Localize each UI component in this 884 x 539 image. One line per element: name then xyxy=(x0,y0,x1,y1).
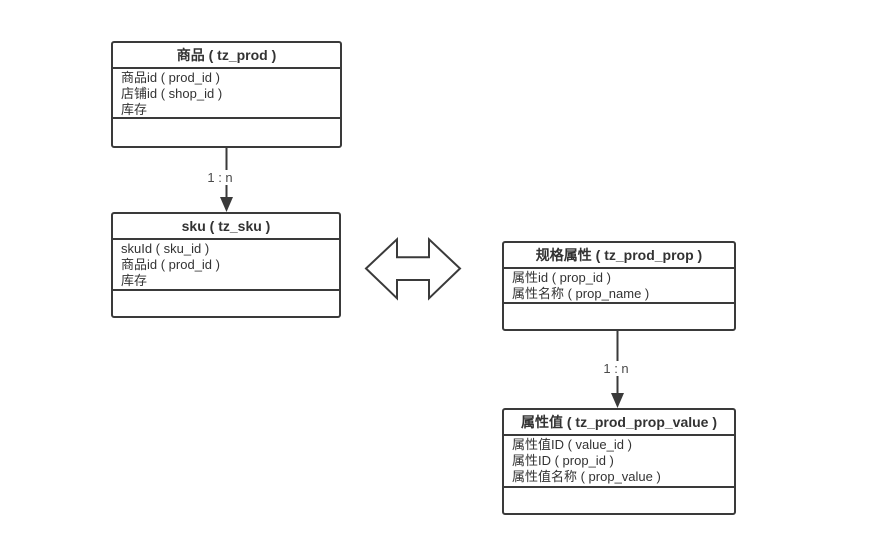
field: 商品id ( prod_id ) xyxy=(121,257,220,272)
field: 属性ID ( prop_id ) xyxy=(512,453,614,468)
table-prod-prop-fields: 属性id ( prop_id ) 属性名称 ( prop_name ) xyxy=(504,269,734,304)
table-prop-value-fields: 属性值ID ( value_id ) 属性ID ( prop_id ) 属性值名… xyxy=(504,436,734,488)
field: 属性值名称 ( prop_value ) xyxy=(512,469,661,484)
table-sku-fields: skuId ( sku_id ) 商品id ( prod_id ) 库存 xyxy=(113,240,339,291)
table-sku-title: sku ( tz_sku ) xyxy=(113,214,339,240)
field: 属性名称 ( prop_name ) xyxy=(512,286,650,301)
table-sku: sku ( tz_sku ) skuId ( sku_id ) 商品id ( p… xyxy=(111,212,341,318)
field: 店铺id ( shop_id ) xyxy=(121,86,223,101)
table-prod-fields: 商品id ( prod_id ) 店铺id ( shop_id ) 库存 xyxy=(113,69,340,119)
field: 属性值ID ( value_id ) xyxy=(512,437,632,452)
table-prod-prop: 规格属性 ( tz_prod_prop ) 属性id ( prop_id ) 属… xyxy=(502,241,736,331)
field: skuId ( sku_id ) xyxy=(121,241,210,256)
relation-label-prop-value: 1 : n xyxy=(601,361,631,376)
table-prod-title: 商品 ( tz_prod ) xyxy=(113,43,340,69)
field: 商品id ( prod_id ) xyxy=(121,70,220,85)
table-prop-value: 属性值 ( tz_prod_prop_value ) 属性值ID ( value… xyxy=(502,408,736,515)
table-prop-value-title: 属性值 ( tz_prod_prop_value ) xyxy=(504,410,734,436)
field: 属性id ( prop_id ) xyxy=(512,270,611,285)
table-prod-prop-empty-section xyxy=(504,304,734,329)
double-arrow-icon xyxy=(364,236,462,301)
table-sku-empty-section xyxy=(113,291,339,316)
field: 库存 xyxy=(121,273,148,288)
table-prod-empty-section xyxy=(113,119,340,146)
table-prod: 商品 ( tz_prod ) 商品id ( prod_id ) 店铺id ( s… xyxy=(111,41,342,148)
table-prop-value-empty-section xyxy=(504,488,734,513)
relation-label-prod-sku: 1 : n xyxy=(205,170,235,185)
table-prod-prop-title: 规格属性 ( tz_prod_prop ) xyxy=(504,243,734,269)
field: 库存 xyxy=(121,102,148,117)
